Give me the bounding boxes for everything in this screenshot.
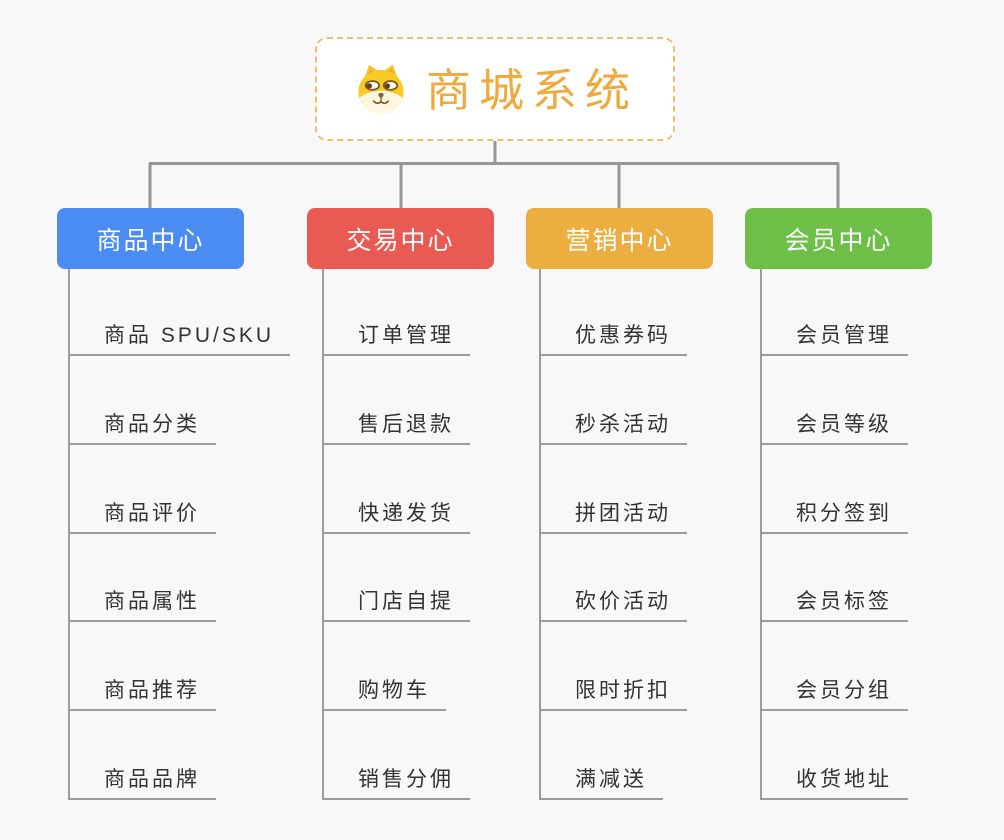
topic-store-pickup[interactable]: 门店自提: [322, 576, 470, 622]
branch-header-marketing-center[interactable]: 营销中心: [526, 208, 713, 269]
topic-limited-time-discount[interactable]: 限时折扣: [539, 665, 687, 711]
branch-header-product-center[interactable]: 商品中心: [57, 208, 244, 269]
branch-spine: [68, 269, 70, 800]
topic-express-delivery[interactable]: 快递发货: [322, 488, 470, 534]
topic-shopping-cart[interactable]: 购物车: [322, 665, 446, 711]
topic-after-sale-refund[interactable]: 售后退款: [322, 399, 470, 445]
branch-spine: [539, 269, 541, 800]
topic-product-attribute[interactable]: 商品属性: [68, 576, 216, 622]
topic-product-recommend[interactable]: 商品推荐: [68, 665, 216, 711]
root-topic[interactable]: 商城系统: [315, 37, 675, 141]
branch-header-member-center[interactable]: 会员中心: [745, 208, 932, 269]
topic-points-checkin[interactable]: 积分签到: [760, 488, 908, 534]
root-topic-title: 商城系统: [425, 64, 638, 116]
branch-spine: [322, 269, 324, 800]
topic-member-management[interactable]: 会员管理: [760, 310, 908, 356]
topic-product-review[interactable]: 商品评价: [68, 488, 216, 534]
doge-face-icon: [358, 64, 404, 114]
topic-sales-commission[interactable]: 销售分佣: [322, 754, 470, 800]
topic-member-level[interactable]: 会员等级: [760, 399, 908, 445]
topic-product-spu-sku[interactable]: 商品 SPU/SKU: [68, 310, 291, 356]
topic-coupon-code[interactable]: 优惠券码: [539, 310, 687, 356]
topic-group-buy[interactable]: 拼团活动: [539, 488, 687, 534]
topic-product-brand[interactable]: 商品品牌: [68, 754, 216, 800]
branch-header-trade-center[interactable]: 交易中心: [307, 208, 494, 269]
topic-bargain-activity[interactable]: 砍价活动: [539, 576, 687, 622]
topic-member-tag[interactable]: 会员标签: [760, 576, 908, 622]
topic-flash-sale[interactable]: 秒杀活动: [539, 399, 687, 445]
topic-shipping-address[interactable]: 收货地址: [760, 754, 908, 800]
topic-member-group[interactable]: 会员分组: [760, 665, 908, 711]
topic-product-category[interactable]: 商品分类: [68, 399, 216, 445]
topic-order-management[interactable]: 订单管理: [322, 310, 470, 356]
topic-spend-and-save[interactable]: 满减送: [539, 754, 663, 800]
branch-spine: [760, 269, 762, 800]
